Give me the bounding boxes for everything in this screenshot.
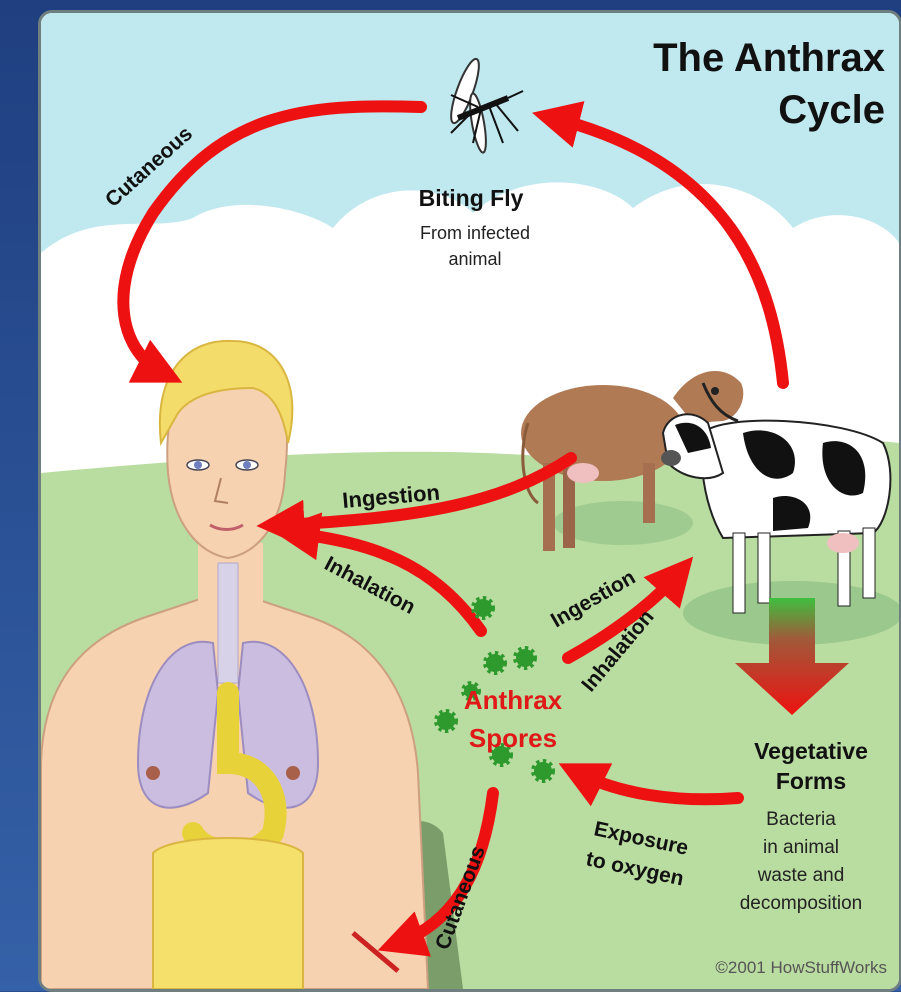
diagram-panel: The Anthrax Cycle Biting Fly From infect…	[38, 10, 901, 992]
title-line2: Cycle	[778, 88, 885, 132]
spore-icon	[516, 649, 534, 667]
spore-icon	[437, 712, 455, 730]
anthrax-cycle-diagram: The Anthrax Cycle Biting Fly From infect…	[41, 13, 899, 989]
spores-label-line2: Spores	[469, 723, 557, 753]
copyright-credit: ©2001 HowStuffWorks	[715, 958, 887, 977]
vegetative-desc-line2: in animal	[763, 837, 839, 858]
spore-icon	[486, 654, 504, 672]
spore-icon	[534, 762, 552, 780]
fly-label: Biting Fly	[419, 185, 524, 211]
fly-desc-line1: From infected	[420, 223, 530, 243]
vegetative-title-line2: Forms	[776, 768, 846, 794]
spore-icon	[474, 599, 492, 617]
spores-label-line1: Anthrax	[464, 685, 563, 715]
vegetative-desc-line4: decomposition	[740, 893, 863, 914]
vegetative-desc-line3: waste and	[757, 865, 845, 886]
vegetative-title-line1: Vegetative	[754, 738, 868, 764]
fly-desc-line2: animal	[448, 249, 501, 269]
vegetative-desc-line1: Bacteria	[766, 809, 836, 830]
title-line1: The Anthrax	[653, 36, 885, 80]
